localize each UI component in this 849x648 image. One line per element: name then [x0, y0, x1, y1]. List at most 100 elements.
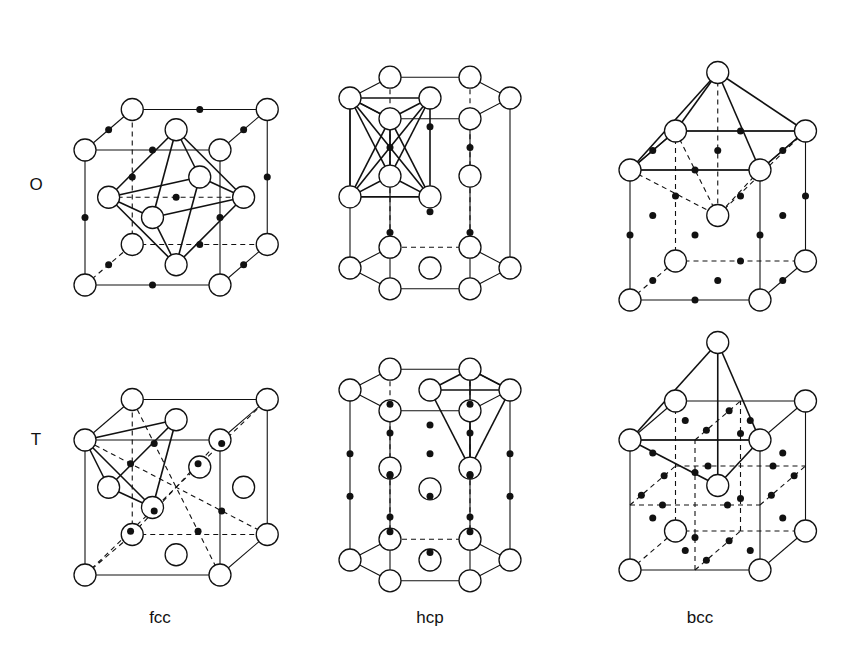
interstitial-site — [726, 407, 733, 414]
atom-circle — [419, 478, 441, 500]
lattice-line — [349, 390, 350, 560]
interstitial-site — [682, 547, 689, 554]
atom-circle — [98, 186, 120, 208]
interstitial-site — [387, 144, 394, 151]
interstitial-site — [705, 463, 712, 470]
atom-circle — [233, 476, 255, 498]
lattice-line — [760, 466, 806, 505]
interstitial-site — [427, 422, 434, 429]
lattice-line — [350, 97, 430, 99]
lattice-line — [85, 420, 176, 440]
interstitial-site — [196, 241, 203, 248]
interstitial-site — [747, 417, 754, 424]
atom-circle — [665, 390, 687, 412]
interstitial-site — [387, 401, 394, 408]
lattice-line — [630, 439, 760, 441]
lattice-line — [676, 465, 806, 466]
lattice-line — [630, 343, 718, 441]
interstitial-site — [467, 429, 474, 436]
lattice-line — [676, 131, 718, 216]
atom-circle — [619, 159, 641, 181]
lattice-line — [718, 73, 806, 132]
lattice-line — [85, 440, 267, 535]
interstitial-site — [507, 450, 514, 457]
lattice-line — [630, 504, 760, 505]
lattice-line — [630, 466, 676, 505]
atom-circle — [379, 165, 401, 187]
column-label: bcc — [687, 608, 713, 628]
atom-circle — [665, 520, 687, 542]
lattice-line — [509, 98, 510, 268]
interstitial-site — [240, 261, 247, 268]
interstitial-site — [218, 440, 225, 447]
atom-circle — [749, 559, 771, 581]
atom-circle — [707, 332, 729, 354]
lattice-line — [390, 580, 470, 581]
interstitial-site — [105, 261, 112, 268]
bcc-tetrahedral-cell — [619, 332, 817, 582]
interstitial-site — [649, 212, 656, 219]
lattice-line — [390, 369, 470, 370]
atom-circle — [419, 257, 441, 279]
lattice-line — [109, 197, 177, 265]
interstitial-site — [195, 460, 202, 467]
lattice-line — [718, 131, 806, 216]
atom-circle — [121, 99, 143, 121]
atom-circle — [165, 119, 187, 141]
interstitial-site — [791, 472, 798, 479]
atom-circle — [459, 570, 481, 592]
interstitial-site — [129, 174, 136, 181]
bcc-octahedral-cell — [619, 62, 817, 312]
atom-circle — [749, 429, 771, 451]
interstitial-site — [427, 493, 434, 500]
interstitial-site — [724, 502, 731, 509]
atom-circle — [209, 274, 231, 296]
interstitial-site — [195, 528, 202, 535]
lattice-line — [109, 130, 177, 198]
interstitial-site — [127, 528, 134, 535]
interstitial-site — [692, 167, 699, 174]
interstitial-site — [737, 495, 744, 502]
atom-circle — [142, 497, 164, 519]
lattice-line — [630, 440, 718, 486]
interstitial-site — [218, 507, 225, 514]
interstitial-site — [627, 232, 634, 239]
atom-circle — [379, 236, 401, 258]
atom-circle — [459, 400, 481, 422]
atom-circle — [379, 66, 401, 88]
interstitial-site — [467, 229, 474, 236]
interstitial-site — [737, 430, 744, 437]
interstitial-site — [149, 147, 156, 154]
interstitial-site — [726, 537, 733, 544]
interstitial-site — [467, 471, 474, 478]
interstitial-site — [149, 282, 156, 289]
interstitial-site — [387, 514, 394, 521]
atom-circle — [795, 520, 817, 542]
hcp-tetrahedral-cell — [339, 358, 521, 592]
atom-circle — [499, 549, 521, 571]
atom-circle — [665, 250, 687, 272]
lattice-line — [153, 130, 177, 218]
lattice-line — [176, 177, 200, 265]
atom-circle — [209, 139, 231, 161]
row-label: O — [29, 175, 42, 195]
atom-circle — [499, 87, 521, 109]
atom-circle — [74, 564, 96, 586]
lattice-line — [85, 574, 220, 575]
interstitial-site — [779, 277, 786, 284]
interstitial-site — [768, 492, 775, 499]
atom-circle — [749, 159, 771, 181]
atom-circle — [256, 524, 278, 546]
interstitial-site — [467, 514, 474, 521]
atom-circle — [339, 257, 361, 279]
interstitial-site — [240, 126, 247, 133]
interstitial-site — [779, 212, 786, 219]
interstitial-site — [703, 557, 710, 564]
atom-circle — [165, 544, 187, 566]
atom-circle — [459, 358, 481, 380]
atom-circle — [419, 186, 441, 208]
atom-circle — [256, 389, 278, 411]
column-label: hcp — [416, 608, 443, 628]
atom-circle — [339, 87, 361, 109]
interstitial-site — [692, 297, 699, 304]
